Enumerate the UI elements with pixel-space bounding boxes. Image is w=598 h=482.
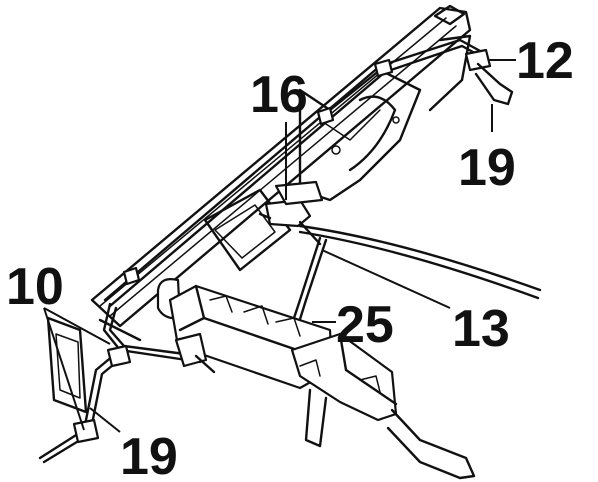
- callout-16: 16: [250, 66, 308, 124]
- washer-reservoir: [156, 278, 334, 390]
- callout-19-top: 19: [458, 139, 516, 197]
- nozzle-12: [464, 48, 514, 106]
- callout-10: 10: [6, 258, 64, 316]
- callout-13: 13: [452, 300, 510, 358]
- frame-bracket: [290, 332, 476, 480]
- panel-outline: [46, 4, 472, 414]
- clip-16: [258, 180, 324, 246]
- callout-19-bottom: 19: [120, 428, 178, 482]
- leader-lines: [43, 59, 516, 433]
- callout-12: 12: [516, 32, 574, 90]
- callout-25: 25: [336, 296, 394, 354]
- hose-19-lower: [38, 344, 132, 464]
